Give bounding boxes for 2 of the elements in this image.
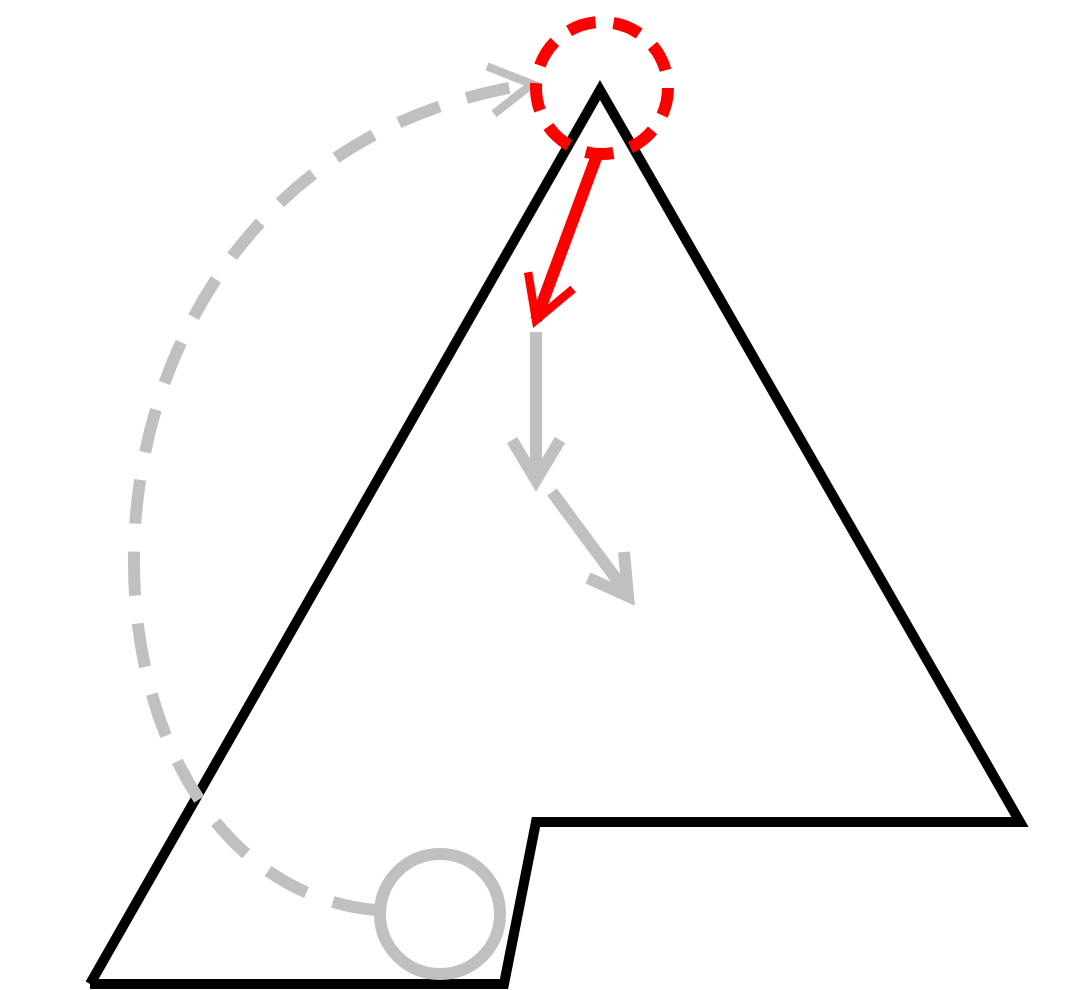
- arrow: [523, 155, 602, 325]
- arrow: [130, 67, 537, 916]
